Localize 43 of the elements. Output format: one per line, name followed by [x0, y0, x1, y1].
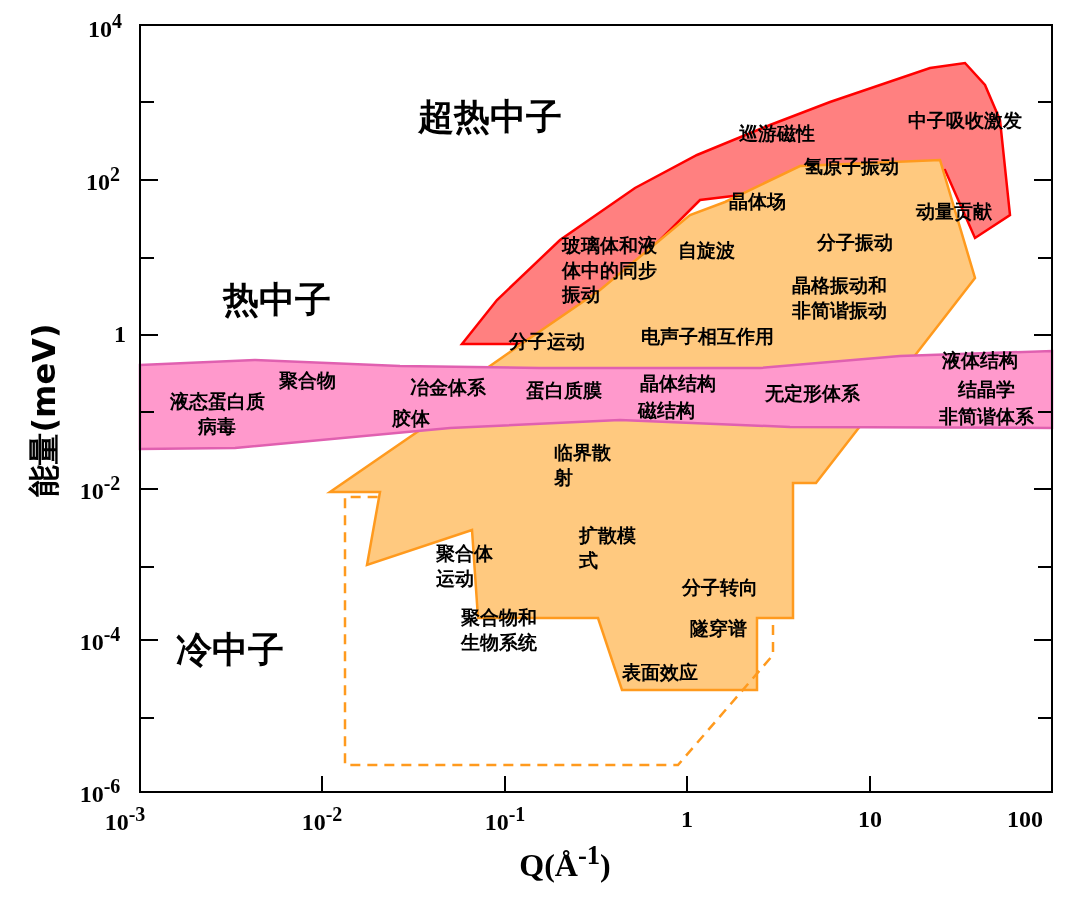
tick-label: 10 — [858, 805, 882, 835]
region-label: 晶体场 — [728, 188, 786, 214]
region-label: 冶金体系 — [410, 374, 486, 400]
region-label: 磁结构 — [637, 397, 695, 423]
region-label: 晶格振动和非简谐振动 — [791, 273, 888, 323]
region-label: 聚合物和生物系统 — [461, 605, 539, 655]
tick-label: 10$^{-2}$ — [79, 471, 121, 507]
region-label: 自旋波 — [677, 237, 735, 263]
tick-label: 1 — [681, 805, 693, 835]
region-label: 氢原子振动 — [803, 153, 899, 179]
region-label: 隧穿谱 — [689, 615, 747, 641]
neutron-range-label: 超热中子 — [418, 94, 562, 139]
region-label: 扩散模式 — [578, 523, 637, 573]
region-label: 结晶学 — [957, 376, 1015, 402]
tick-label: 100 — [1007, 805, 1043, 835]
region-label: 分子运动 — [509, 328, 585, 354]
region-label: 分子振动 — [817, 229, 893, 255]
region-label: 动量贡献 — [916, 198, 992, 224]
tick-label: 10$^{4}$ — [88, 9, 122, 45]
axis-title: 能量(meV) — [24, 323, 65, 497]
tick-label: 10$^{-1}$ — [484, 802, 526, 838]
region-label: 表面效应 — [622, 659, 698, 685]
region-label: 无定形体系 — [764, 380, 860, 406]
region-label: 聚合物 — [278, 367, 336, 393]
region-label: 临界散射 — [553, 440, 612, 490]
region-label: 巡游磁性 — [739, 120, 815, 146]
region-label: 晶体结构 — [640, 370, 716, 396]
tick-label: 10$^{2}$ — [86, 162, 120, 198]
region-label: 非简谐体系 — [938, 403, 1034, 429]
tick-label: 1 — [114, 320, 126, 350]
neutron-range-label: 冷中子 — [176, 627, 284, 672]
region-label: 液态蛋白质病毒 — [168, 389, 266, 439]
region-label: 电声子相互作用 — [640, 323, 774, 349]
region-label: 玻璃体和液体中的同步振动 — [561, 232, 658, 308]
axis-title: Q(Å$^{-1}$) — [519, 838, 611, 885]
tick-label: 10$^{-2}$ — [301, 802, 343, 838]
tick-label: 10$^{-4}$ — [79, 622, 121, 658]
neutron-range-label: 热中子 — [223, 277, 331, 322]
region-label: 蛋白质膜 — [526, 377, 602, 403]
region-label: 分子转向 — [682, 574, 758, 600]
region-label: 中子吸收激发 — [908, 107, 1022, 133]
region-label: 胶体 — [392, 405, 430, 431]
region-label: 液体结构 — [942, 347, 1018, 373]
